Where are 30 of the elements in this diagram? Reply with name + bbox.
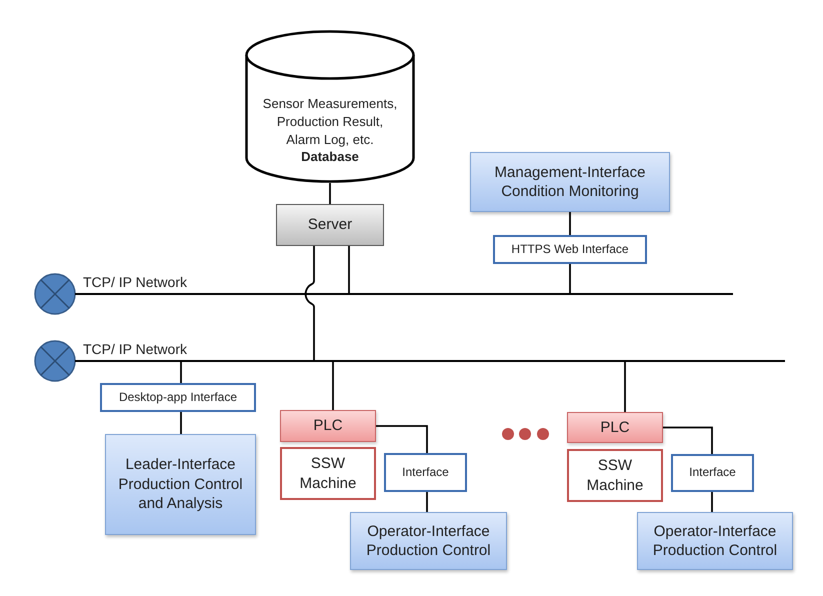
- network-label: TCP/ IP Network: [83, 274, 187, 290]
- connector-line: [180, 412, 182, 434]
- connector-line: [569, 212, 571, 235]
- interface-box: Operator-Interface Production Control: [350, 512, 507, 570]
- connector-line: [304, 246, 315, 361]
- network-label: TCP/ IP Network: [83, 341, 187, 357]
- machine-box: SSW Machine: [280, 447, 376, 500]
- connector-line: [332, 361, 334, 410]
- connector-line: [711, 492, 713, 512]
- connector-line: [329, 183, 331, 204]
- interface-box: Leader-Interface Production Control and Analysis: [105, 434, 256, 535]
- interface-label-box: Interface: [671, 454, 754, 492]
- interface-box: Management-Interface Condition Monitoring: [470, 152, 670, 212]
- interface-label-box: HTTPS Web Interface: [493, 235, 647, 264]
- plc-box: PLC: [280, 410, 376, 442]
- machine-box: SSW Machine: [567, 449, 663, 502]
- interface-label-box: Interface: [384, 453, 467, 492]
- database-title: Database: [301, 148, 359, 166]
- connector-line: [348, 246, 350, 294]
- connector-line: [569, 264, 571, 294]
- interface-label-box: Desktop-app Interface: [100, 383, 256, 412]
- connector-line: [376, 425, 428, 453]
- connector-line: [663, 426, 713, 454]
- server-box: Server: [276, 204, 384, 246]
- connector-line: [180, 361, 182, 383]
- plc-box: PLC: [567, 412, 663, 443]
- connector-line: [426, 492, 428, 512]
- interface-box: Operator-Interface Production Control: [637, 512, 793, 570]
- connector-line: [624, 361, 626, 412]
- database-contents: Sensor Measurements, Production Result, Alarm Log, etc.: [262, 95, 398, 148]
